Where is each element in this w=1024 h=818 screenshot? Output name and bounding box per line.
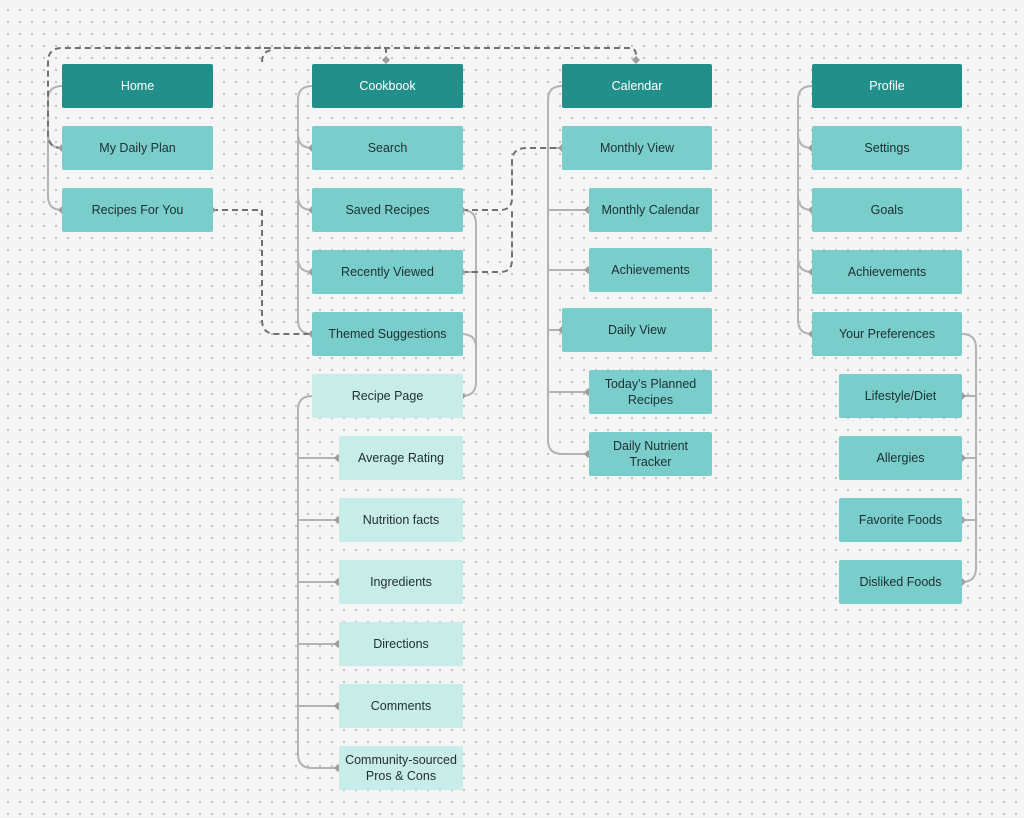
diamond-marker [382, 56, 390, 64]
node-goals[interactable]: Goals [812, 188, 962, 232]
node-monthly-view[interactable]: Monthly View [562, 126, 712, 170]
node-disliked-foods[interactable]: Disliked Foods [839, 560, 962, 604]
node-daily-view[interactable]: Daily View [562, 308, 712, 352]
node-your-preferences[interactable]: Your Preferences [812, 312, 962, 356]
cross-link-top [47, 47, 637, 149]
node-search[interactable]: Search [312, 126, 463, 170]
node-directions[interactable]: Directions [339, 622, 463, 666]
node-favorite-foods[interactable]: Favorite Foods [839, 498, 962, 542]
node-calendar-achievements[interactable]: Achievements [589, 248, 712, 292]
diamond-marker [632, 56, 640, 64]
tree-line-profile [797, 85, 813, 335]
cross-link-calendar [462, 147, 562, 273]
node-nutrition-facts[interactable]: Nutrition facts [339, 498, 463, 542]
cross-link-recipes-for-you [212, 49, 312, 335]
node-themed-suggestions[interactable]: Themed Suggestions [312, 312, 463, 356]
node-community-pros-cons[interactable]: Community-sourced Pros & Cons [339, 746, 463, 790]
node-profile[interactable]: Profile [812, 64, 962, 108]
tree-line-cookbook [297, 85, 313, 335]
node-comments[interactable]: Comments [339, 684, 463, 728]
node-daily-nutrient-tracker[interactable]: Daily Nutrient Tracker [589, 432, 712, 476]
node-cookbook[interactable]: Cookbook [312, 64, 463, 108]
node-monthly-calendar[interactable]: Monthly Calendar [589, 188, 712, 232]
node-recipes-for-you[interactable]: Recipes For You [62, 188, 213, 232]
node-lifestyle-diet[interactable]: Lifestyle/Diet [839, 374, 962, 418]
node-todays-planned-recipes[interactable]: Today’s Planned Recipes [589, 370, 712, 414]
node-settings[interactable]: Settings [812, 126, 962, 170]
node-home[interactable]: Home [62, 64, 213, 108]
node-recipe-page[interactable]: Recipe Page [312, 374, 463, 418]
node-saved-recipes[interactable]: Saved Recipes [312, 188, 463, 232]
tree-line-recipe-page [297, 395, 338, 769]
tree-line-preferences [961, 333, 977, 583]
node-ingredients[interactable]: Ingredients [339, 560, 463, 604]
node-average-rating[interactable]: Average Rating [339, 436, 463, 480]
tree-line-recipe-link [461, 209, 477, 397]
node-profile-achievements[interactable]: Achievements [812, 250, 962, 294]
node-calendar[interactable]: Calendar [562, 64, 712, 108]
node-recently-viewed[interactable]: Recently Viewed [312, 250, 463, 294]
node-my-daily-plan[interactable]: My Daily Plan [62, 126, 213, 170]
node-allergies[interactable]: Allergies [839, 436, 962, 480]
